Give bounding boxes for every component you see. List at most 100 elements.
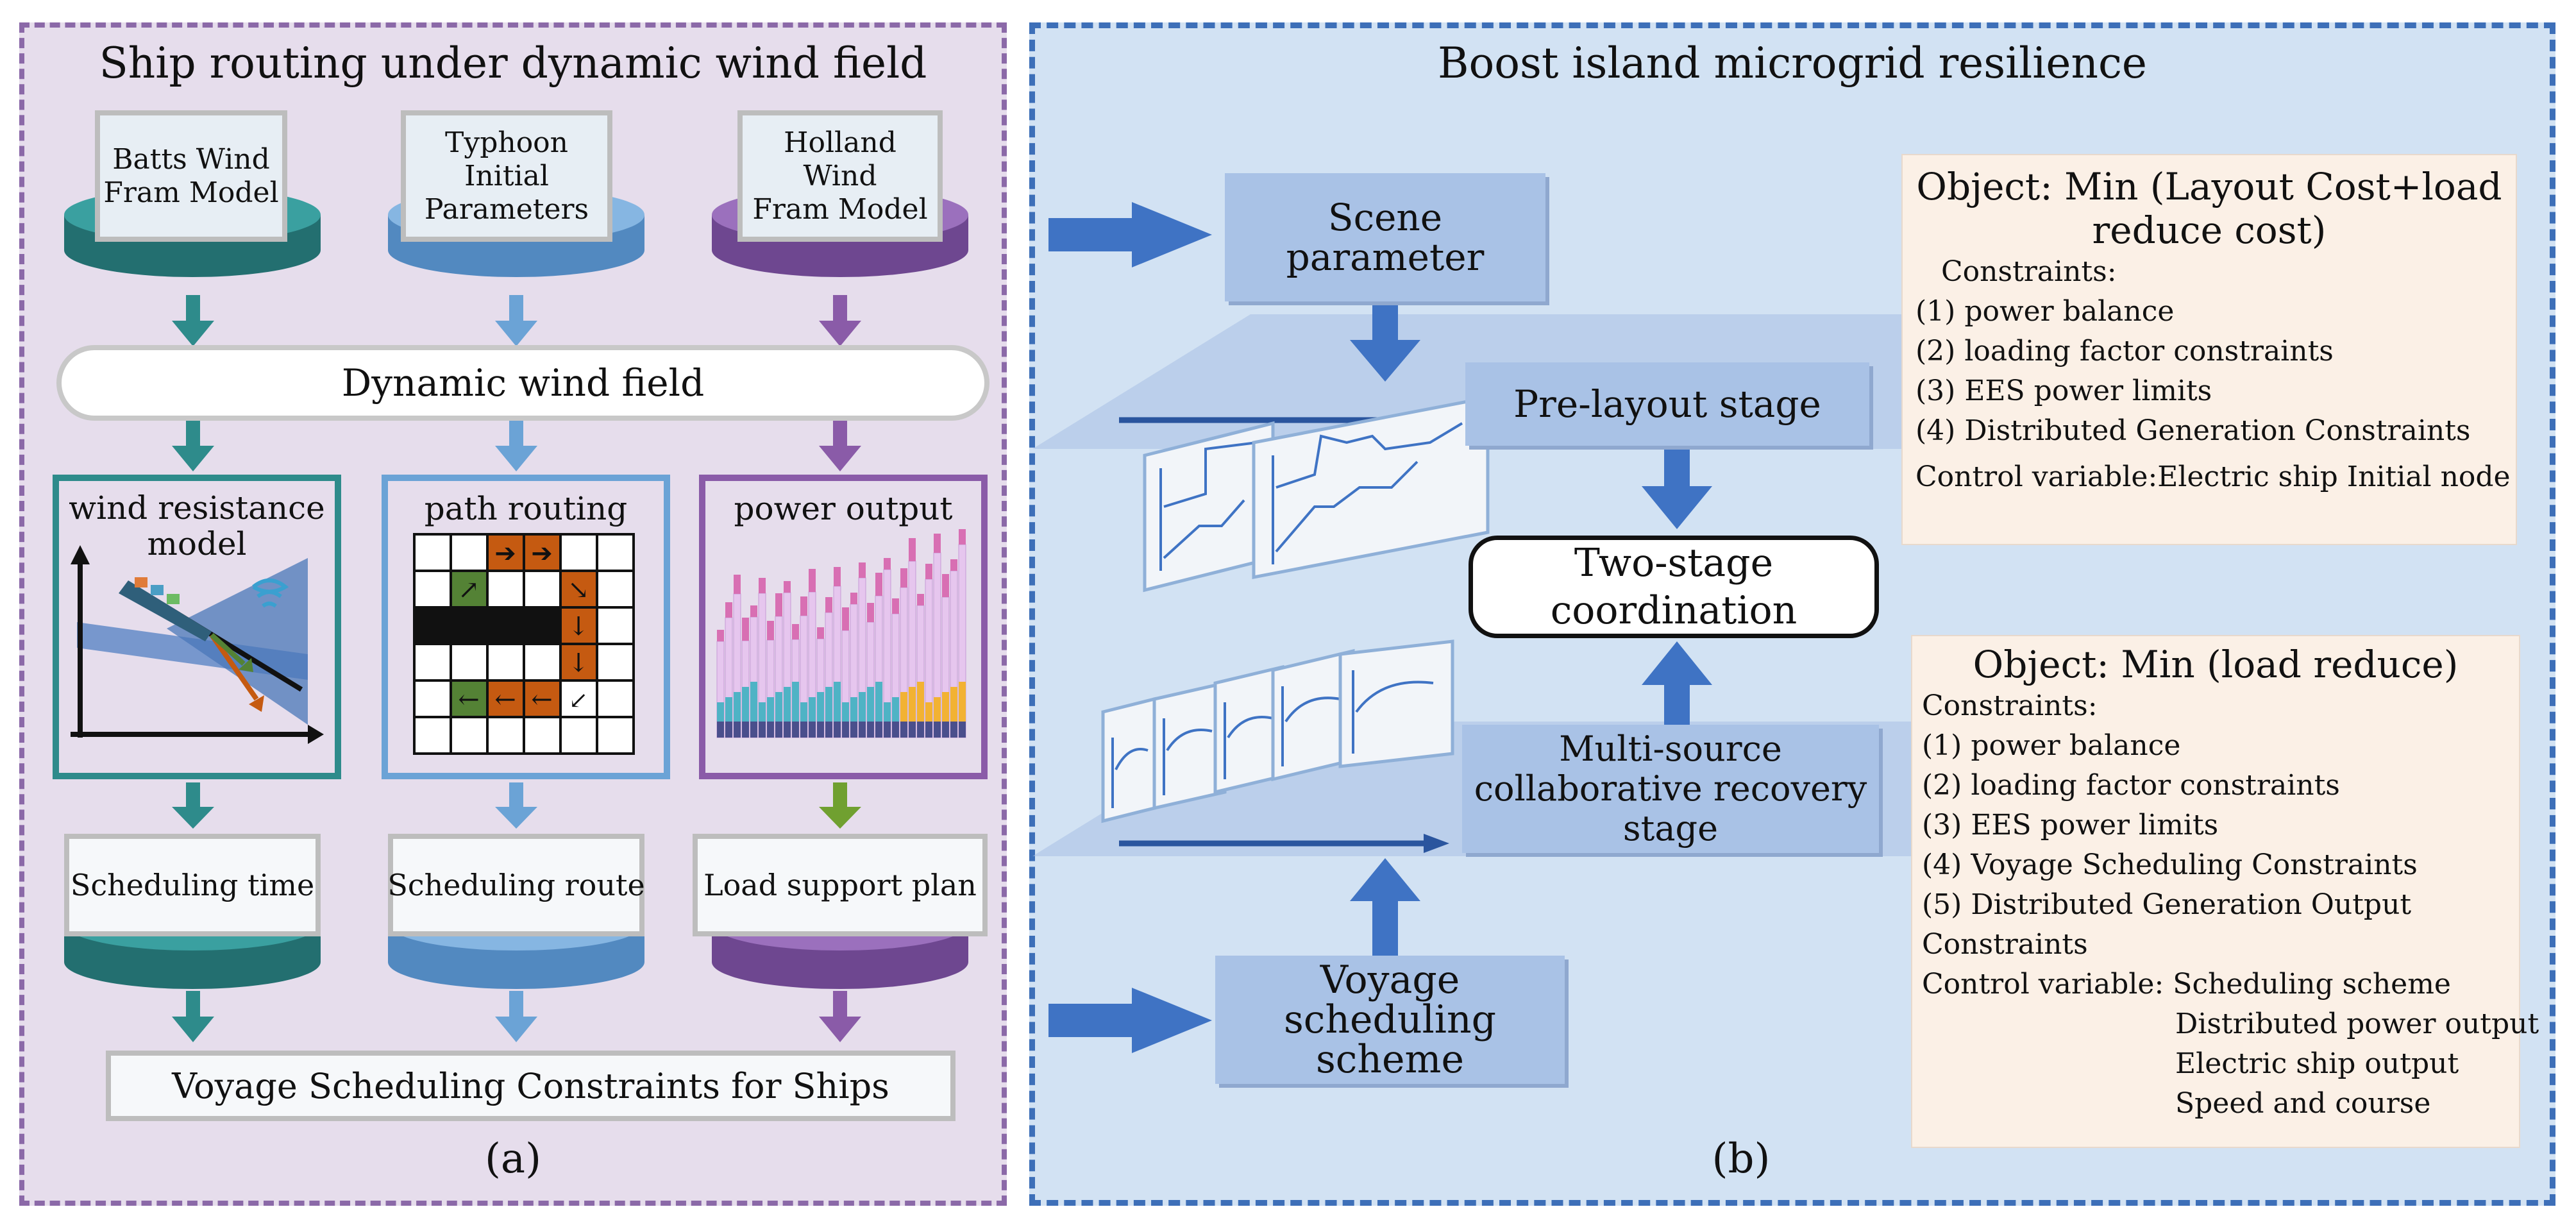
multi-source-line2: collaborative recovery — [1474, 768, 1867, 809]
power-bar-base — [875, 722, 882, 738]
objective-2-control-value-2: Distributed power output — [2175, 1008, 2539, 1040]
arrow-blue-3 — [495, 782, 537, 829]
power-bar-base — [834, 722, 841, 738]
power-bar-base — [734, 722, 741, 738]
arrow-to-voyage — [1048, 988, 1212, 1053]
power-bar-lower — [809, 697, 816, 722]
power-bar-peak — [900, 568, 907, 587]
power-bar-lower — [792, 682, 799, 722]
power-bar-base — [759, 722, 766, 738]
power-bar-peak — [834, 567, 841, 586]
power-bar-peak — [742, 618, 749, 641]
objective-2-item-1: (1) power balance — [1922, 729, 2181, 762]
power-bar-peak — [717, 630, 724, 641]
objective-1-item-1: (1) power balance — [1915, 295, 2175, 328]
objective-1-control-label: Control variable: — [1915, 460, 2158, 493]
power-bar-peak — [875, 573, 882, 596]
path-routing-arrows: ➔ ➔ ↘ ↓ ↓ ↙ ← ← ↗ ← — [458, 539, 589, 714]
path-routing-card: path routing — [382, 475, 670, 779]
power-bar-base — [800, 722, 807, 738]
power-bar-base — [850, 722, 857, 738]
power-bar-base — [842, 722, 849, 738]
power-output-card: power output — [699, 475, 988, 779]
power-bar-peak — [817, 627, 824, 639]
power-bar-peak — [850, 593, 857, 604]
power-bar-lower — [850, 697, 857, 722]
objective-2-title: Object: Min (load reduce) — [1973, 643, 2459, 686]
power-bar-lower — [775, 692, 782, 722]
power-bar-peak — [867, 603, 874, 622]
objective-2-control-value-1: Scheduling scheme — [2173, 968, 2451, 1001]
arrow-recovery-to-coord — [1642, 641, 1712, 731]
objective-2-item-5: (5) Distributed Generation Output — [1922, 888, 2412, 921]
power-bar-base — [917, 722, 924, 738]
two-stage-line1: Two-stage — [1574, 541, 1774, 586]
power-bar-peak — [859, 562, 866, 578]
recovery-plot-5 — [1338, 639, 1454, 768]
power-bar-lower — [834, 682, 841, 722]
arrow-purple-1 — [819, 295, 861, 346]
power-bar-base — [825, 722, 832, 738]
power-bar-base — [942, 722, 949, 738]
power-bar-lower — [717, 702, 724, 722]
power-bar-base — [717, 722, 724, 738]
power-bar-lower — [742, 687, 749, 722]
objective-1-control-value: Electric ship Initial node — [2157, 460, 2511, 493]
power-bar-lower — [942, 692, 949, 722]
power-bar-base — [750, 722, 757, 738]
panel-b-label: (b) — [1712, 1135, 1771, 1183]
panel-a-label: (a) — [484, 1135, 542, 1183]
arrow-teal-2 — [172, 420, 214, 471]
power-bar-peak — [767, 621, 774, 640]
typhoon-line1: Typhoon Initial — [444, 126, 569, 192]
power-bar-peak — [825, 597, 832, 612]
power-bar-base — [742, 722, 749, 738]
svg-text:↗: ↗ — [458, 575, 480, 605]
power-bar-base — [959, 722, 966, 738]
power-bar-peak — [725, 602, 732, 618]
path-routing-grid — [413, 533, 635, 755]
panel-b-title: Boost island microgrid resilience — [1438, 38, 2147, 88]
objective-1-title-2: reduce cost) — [2092, 208, 2327, 252]
scheduling-time-box: Scheduling time — [64, 834, 321, 936]
power-bar-base — [909, 722, 916, 738]
power-bar-lower — [784, 687, 791, 722]
arrow-teal-1 — [172, 295, 214, 346]
power-bar-lower — [884, 702, 891, 722]
prelayout-plot-1 — [1143, 421, 1275, 593]
wind-resistance-title-1: wind resistance — [69, 489, 325, 527]
arrow-blue-1 — [495, 295, 537, 346]
power-bar-base — [859, 722, 866, 738]
objective-1-item-3: (3) EES power limits — [1915, 375, 2212, 407]
two-stage-line2: coordination — [1550, 588, 1797, 633]
arrow-green-3 — [819, 782, 861, 829]
batts-line2: Fram Model — [103, 176, 279, 209]
power-bar-peak — [800, 596, 807, 616]
power-bar-peak — [917, 594, 924, 605]
objective-1-constraints-label: Constraints: — [1941, 255, 2117, 288]
power-bar-peak — [959, 529, 966, 545]
batts-line1: Batts Wind — [112, 142, 270, 176]
power-bar-base — [950, 722, 957, 738]
power-bar-base — [767, 722, 774, 738]
power-bar-lower — [925, 702, 932, 722]
power-bar-base — [775, 722, 782, 738]
power-bar-peak — [784, 581, 791, 593]
power-bar-lower — [825, 687, 832, 722]
power-bar-lower — [892, 697, 899, 722]
svg-text:←: ← — [494, 685, 516, 714]
power-bar-peak — [750, 605, 757, 617]
objective-2-control-label: Control variable: — [1922, 968, 2164, 1001]
power-bar-lower — [759, 702, 766, 722]
recovery-plot-2 — [1152, 680, 1227, 811]
multi-source-line3: stage — [1622, 808, 1719, 849]
arrow-purple-4 — [819, 991, 861, 1042]
objective-2-box: Object: Min (load reduce) Constraints: (… — [1911, 635, 2539, 1148]
voyage-scheduling-constraints-box: Voyage Scheduling Constraints for Ships — [106, 1051, 955, 1121]
objective-1-item-2: (2) loading factor constraints — [1915, 335, 2334, 368]
power-bar-lower — [917, 682, 924, 722]
